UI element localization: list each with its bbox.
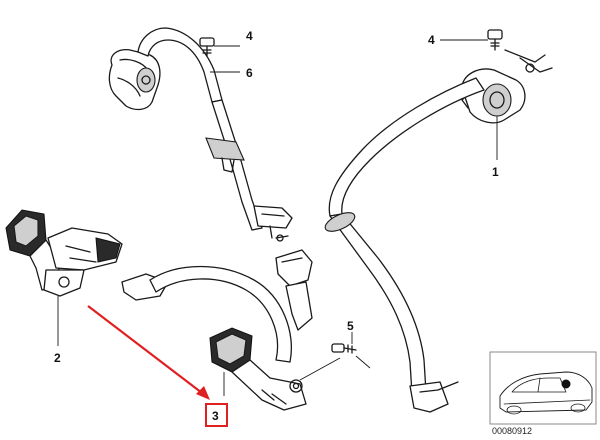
diagram-number: 00080912 (492, 426, 532, 436)
callout-4-left: 4 (246, 29, 253, 43)
callout-5: 5 (347, 319, 354, 333)
callout-1: 1 (492, 165, 499, 179)
callout-4-right: 4 (428, 33, 435, 47)
belt-assembly-center (108, 27, 293, 242)
belt-assembly-right (324, 49, 553, 413)
bolt-top-right (487, 29, 503, 51)
callout-2: 2 (54, 351, 61, 365)
leader-lines (57, 39, 498, 396)
inset-frame (489, 351, 597, 425)
bolt-top-left (199, 37, 215, 57)
callout-3-highlight-box (205, 403, 228, 427)
callout-6: 6 (246, 66, 253, 80)
callout-3: 3 (212, 409, 219, 423)
bolt-lower (331, 343, 357, 354)
buckle-assembly-left (5, 209, 123, 297)
belt-assembly-lap (121, 249, 313, 411)
car-locator-inset: 00080912 (489, 351, 597, 436)
buckle-highlighted (209, 327, 253, 373)
locator-dot (561, 379, 571, 389)
red-arrow (87, 305, 210, 400)
